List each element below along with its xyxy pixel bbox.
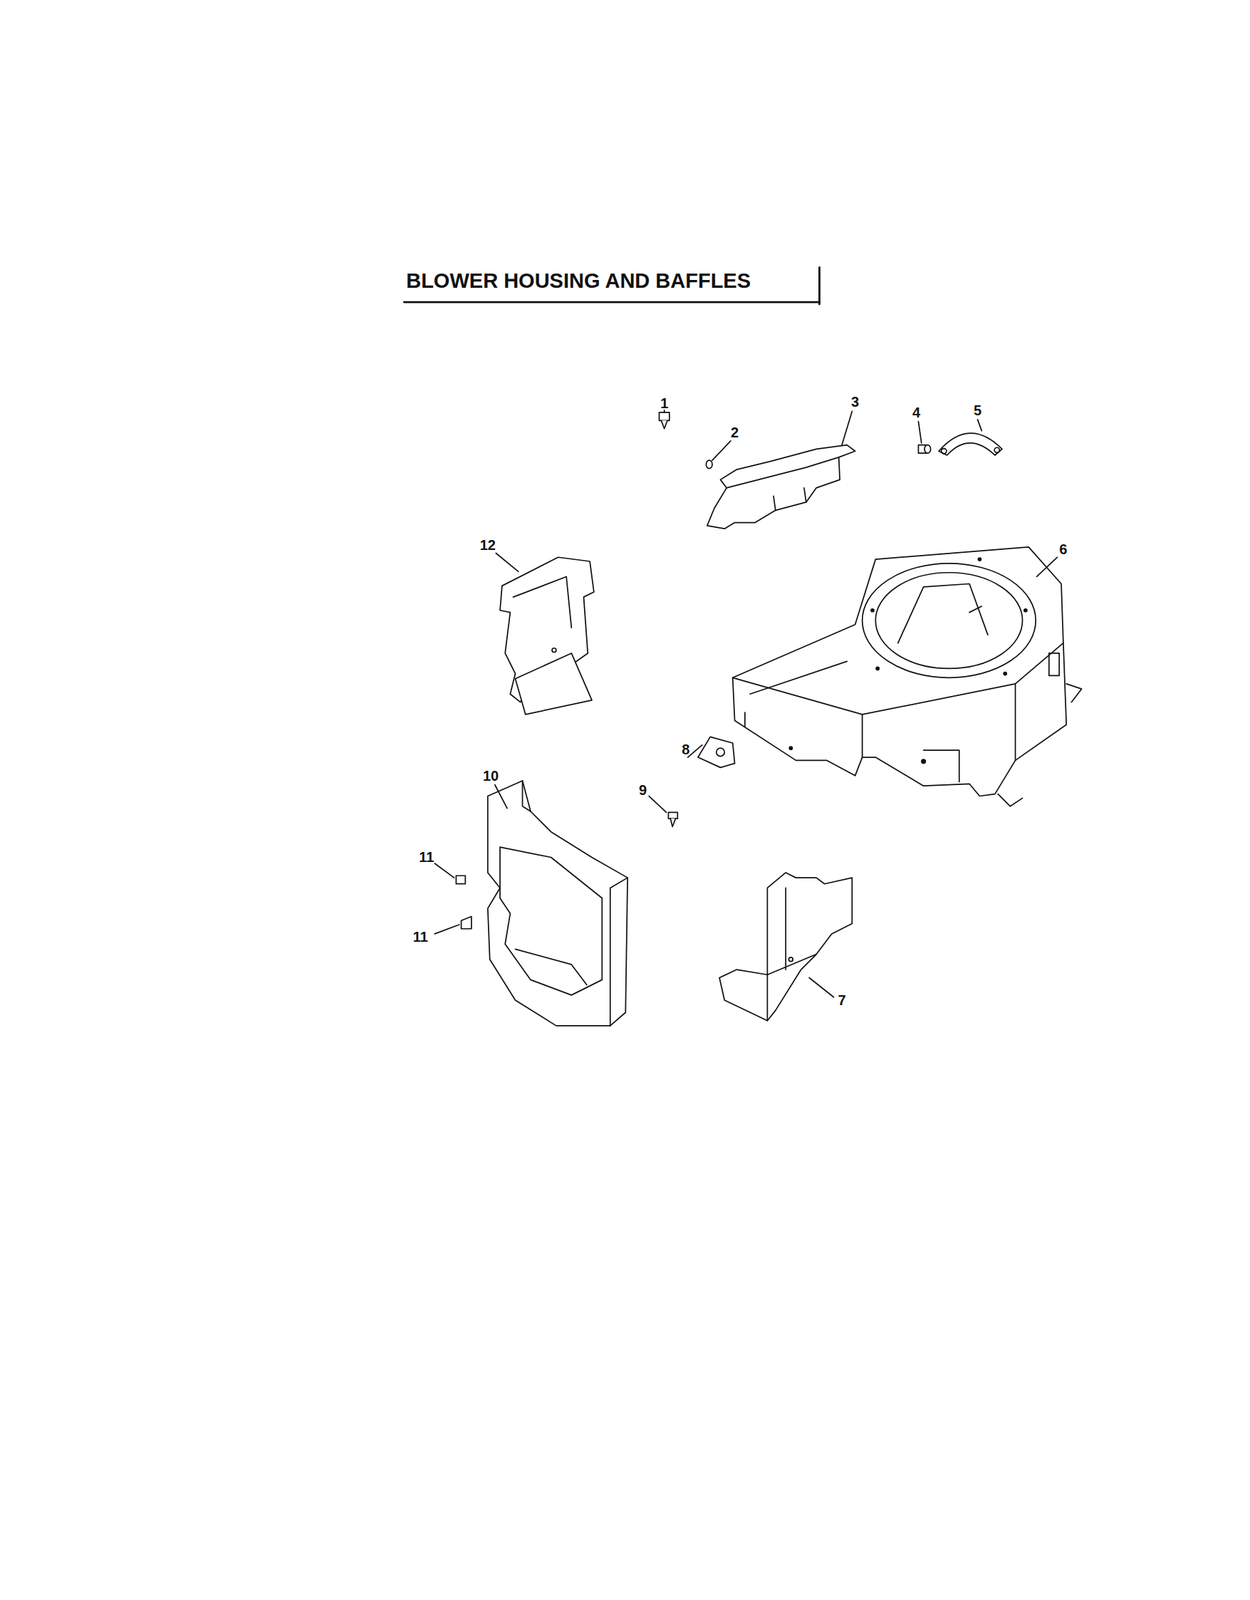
clip	[938, 433, 1003, 456]
callout-number: 1	[660, 396, 669, 411]
callout-number: 10	[482, 768, 499, 783]
plate	[698, 736, 736, 768]
callout-number: 6	[1059, 542, 1067, 557]
screw	[455, 412, 931, 929]
callout-number: 11	[418, 849, 434, 864]
callout-number: 2	[730, 425, 739, 440]
upper-baffle	[707, 445, 856, 529]
lower-baffle	[719, 872, 852, 1021]
callout-number: 4	[912, 405, 921, 420]
callout-number: 9	[638, 782, 647, 798]
blower-housing	[732, 547, 1082, 807]
callout-number: 11	[413, 929, 429, 944]
callout-number: 8	[681, 742, 690, 757]
callout-number: 3	[851, 394, 859, 409]
clip-hole	[941, 448, 947, 454]
leader-line	[434, 410, 1057, 998]
cylinder-shroud	[487, 780, 628, 1026]
title-bar	[818, 267, 821, 305]
callout-number: 5	[973, 403, 982, 418]
callout-number: 12	[480, 537, 496, 552]
side-baffle	[500, 556, 595, 715]
diagram-title: BLOWER HOUSING AND BAFFLES	[405, 270, 751, 292]
clip-hole	[994, 447, 1000, 453]
callout-number: 7	[837, 992, 846, 1008]
title-underline	[403, 301, 820, 304]
